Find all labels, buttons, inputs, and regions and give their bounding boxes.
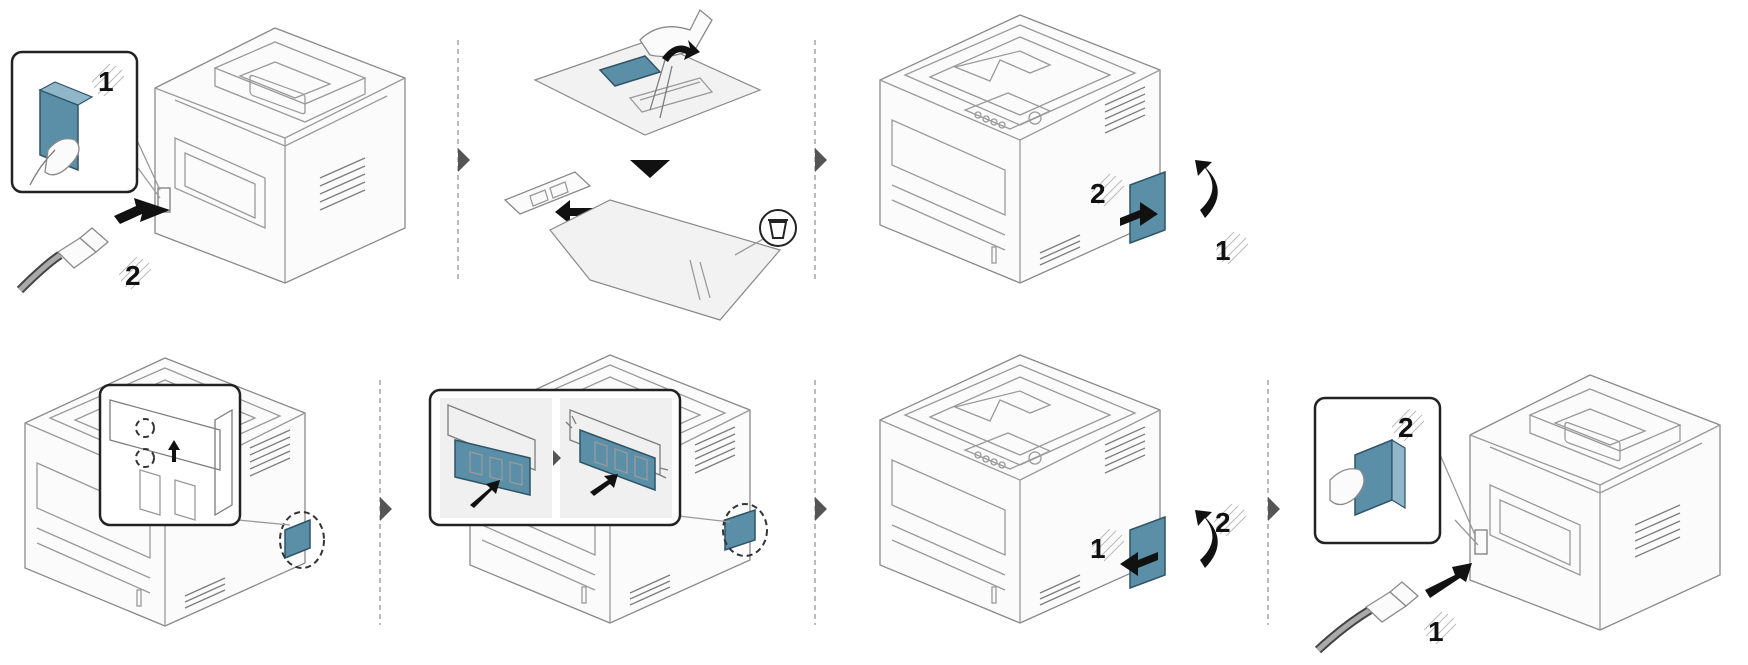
plug-arrow [1425, 563, 1472, 598]
step-3-open-side-cover: 2 1 [879, 14, 1249, 284]
next-step-arrow [815, 497, 827, 521]
power-switch-icon [1329, 438, 1406, 517]
hand [639, 8, 713, 58]
power-switch-icon [29, 81, 94, 186]
next-step-arrow [380, 497, 392, 521]
step-4-remove-memory [24, 357, 325, 627]
swing-number: 1 [1215, 235, 1231, 266]
step-2-unpack-memory [503, 8, 797, 321]
next-step-arrow [815, 148, 827, 172]
side-cover [1129, 515, 1166, 590]
step-1-power-off: 1 2 [10, 27, 406, 294]
step-5-insert-memory [428, 354, 768, 624]
callout-number: 1 [98, 66, 114, 97]
power-cable-icon [1314, 581, 1420, 654]
down-arrow [630, 160, 670, 178]
unplug-arrow [114, 198, 170, 224]
cable-number: 1 [1428, 616, 1444, 647]
highlight-circle [279, 511, 325, 569]
power-switch-callout: 1 [10, 50, 139, 194]
step-7-power-on: 2 1 [1313, 374, 1721, 654]
highlight-circle [722, 503, 768, 557]
swing-number: 2 [1215, 507, 1231, 538]
power-cable-icon [16, 227, 110, 294]
power-switch-callout: 2 [1313, 396, 1442, 545]
next-step-arrow [458, 148, 470, 172]
recycle-bin-icon [759, 209, 797, 247]
swing-arrow [1195, 160, 1218, 218]
package-sheet [533, 39, 762, 136]
memory-slot-callout [98, 383, 242, 527]
pull-arrow [1120, 552, 1158, 576]
pull-number: 1 [1090, 533, 1106, 564]
memory-module-icon [503, 171, 592, 215]
step-6-close-side-cover: 1 2 [879, 354, 1247, 624]
next-step-arrow [1268, 497, 1280, 521]
cable-number: 2 [125, 260, 141, 291]
memory-module-icon [454, 439, 531, 496]
push-arrow [1120, 202, 1158, 226]
up-arrow [168, 440, 180, 462]
antistatic-bag [549, 199, 782, 321]
callout-number: 2 [1398, 412, 1414, 443]
memory-insert-callout [428, 388, 682, 527]
insert-arrow [555, 200, 600, 224]
push-number: 2 [1090, 178, 1106, 209]
swing-arrow [1195, 510, 1218, 568]
